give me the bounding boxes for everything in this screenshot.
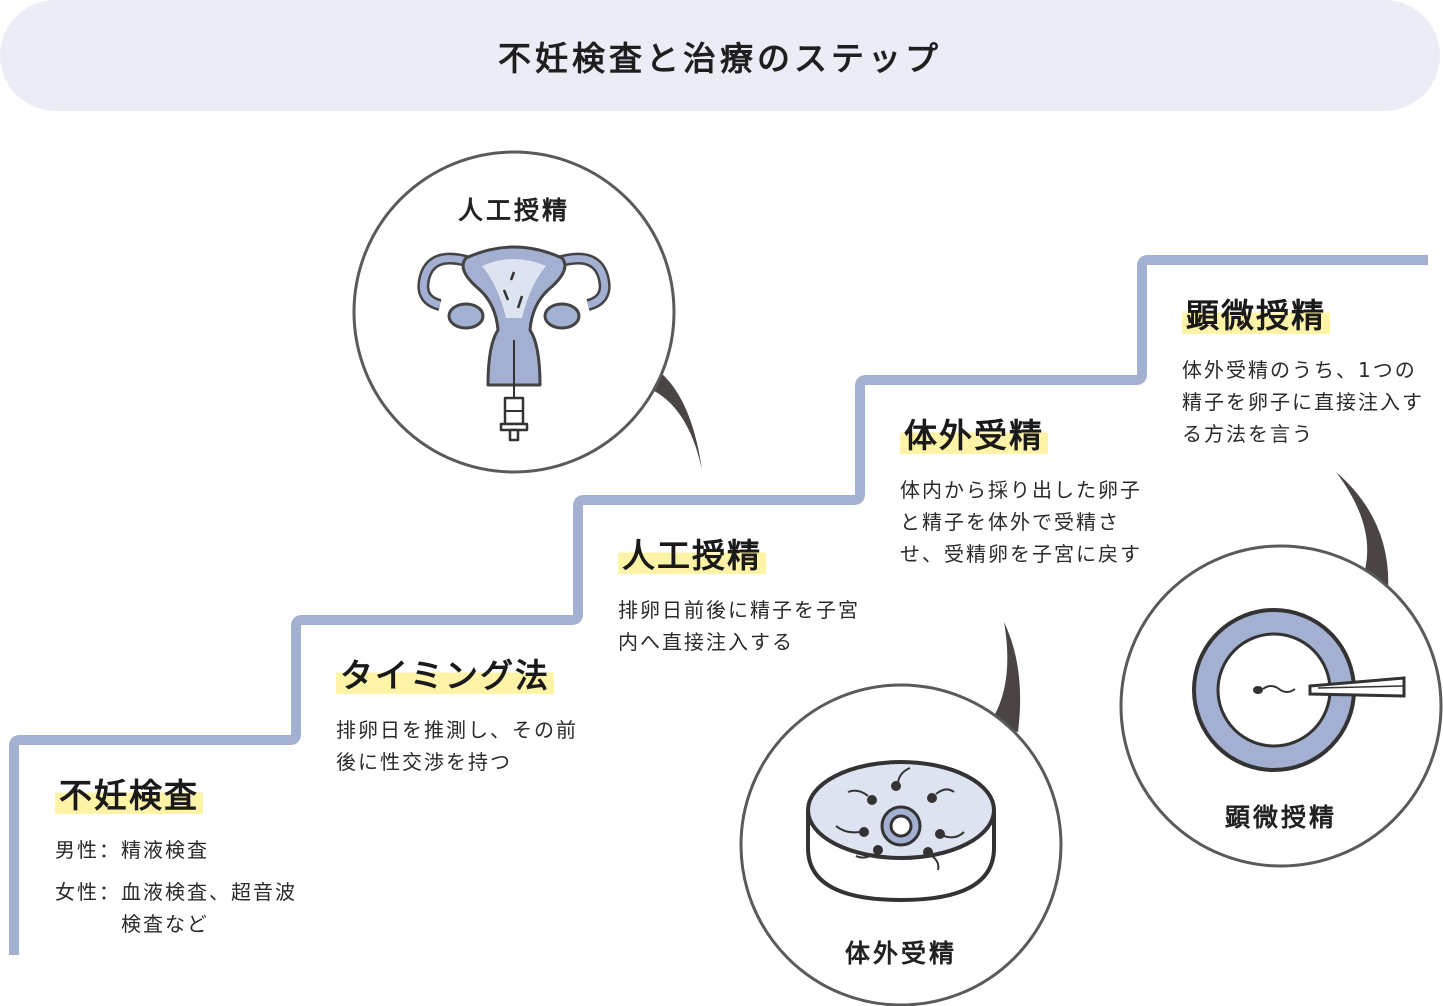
bubble-tail-icsi <box>1336 472 1389 593</box>
step-description: 排卵日前後に精子を子宮内へ直接注入する <box>618 598 860 655</box>
step-title: 不妊検査 <box>55 777 203 815</box>
step-description: 体内から採り出した卵子と精子を体外で受精させ、受精卵を子宮に戻す <box>900 478 1142 567</box>
step-timing-method: タイミング法 排卵日を推測し、その前後に性交渉を持つ <box>336 657 586 778</box>
test-row-label: 女性： <box>55 880 121 905</box>
petri-dish-icon <box>806 760 996 903</box>
test-row-value: 血液検査、超音波検査など <box>121 880 297 937</box>
bubble-label-ivf: 体外受精 <box>844 939 957 968</box>
step-ivf: 体外受精 体内から採り出した卵子と精子を体外で受精させ、受精卵を子宮に戻す <box>900 417 1150 570</box>
staircase-line <box>9 255 1428 955</box>
step-description: 男性： 精液検査 女性： 血液検査、超音波検査など <box>55 834 301 940</box>
step-title: 人工授精 <box>618 537 766 575</box>
step-artificial-insemination: 人工授精 排卵日前後に精子を子宮内へ直接注入する <box>618 537 868 658</box>
step-description: 体外受精のうち、1つの精子を卵子に直接注入する方法を言う <box>1182 358 1424 447</box>
step-title: タイミング法 <box>336 657 554 695</box>
test-row-label: 男性： <box>55 838 121 863</box>
bubble-label-ai: 人工授精 <box>457 196 570 225</box>
page-title: 不妊検査と治療のステップ <box>498 38 942 78</box>
bubble-tail-ivf <box>994 622 1021 732</box>
header-banner: 不妊検査と治療のステップ <box>0 0 1440 111</box>
step-title: 体外受精 <box>900 417 1048 455</box>
step-title: 顕微授精 <box>1182 297 1330 335</box>
test-row-male: 男性： 精液検査 <box>55 834 301 866</box>
step-description: 排卵日を推測し、その前後に性交渉を持つ <box>336 718 578 775</box>
step-icsi: 顕微授精 体外受精のうち、1つの精子を卵子に直接注入する方法を言う <box>1182 297 1432 450</box>
step-infertility-test: 不妊検査 男性： 精液検査 女性： 血液検査、超音波検査など <box>55 777 301 940</box>
bubble-label-icsi: 顕微授精 <box>1224 803 1337 832</box>
micro-injection-icon <box>1192 608 1406 772</box>
uterus-syringe-icon <box>417 245 611 442</box>
test-row-female: 女性： 血液検査、超音波検査など <box>55 876 301 940</box>
test-row-value: 精液検査 <box>121 838 209 863</box>
